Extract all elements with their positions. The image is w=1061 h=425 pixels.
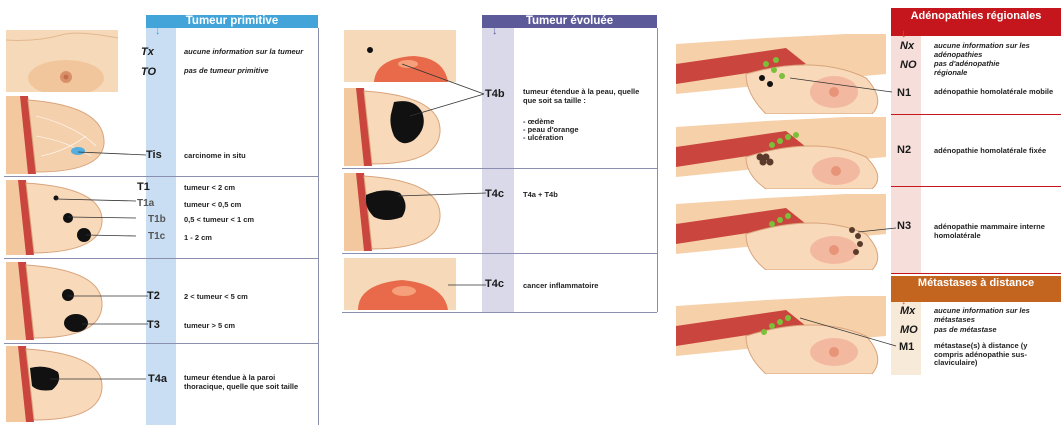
thorax-lymph-illustration: [676, 194, 886, 270]
t1-text: tumeur < 2 cm: [184, 184, 304, 193]
t4c-code: T4c: [485, 188, 504, 200]
m1-code: M1: [899, 341, 914, 353]
n0-text: pas d'adénopathie régionale: [934, 60, 1034, 77]
breast-front-illustration: [6, 30, 118, 92]
divider: [4, 258, 318, 259]
t3-text: tumeur > 5 cm: [184, 322, 304, 331]
divider: [891, 273, 1061, 274]
n1-leader-line: [790, 76, 894, 96]
divider: [342, 168, 657, 169]
t4c-inflammatory-code: T4c: [485, 278, 504, 290]
m1-text: métastase(s) à distance (y compris adéno…: [934, 342, 1054, 368]
thorax-lymph-illustration: [676, 34, 886, 114]
tis-leader-line: [78, 150, 148, 160]
t1b-text: 0,5 < tumeur < 1 cm: [184, 216, 304, 225]
t2-t3-leader-lines: [68, 290, 150, 330]
n2-text: adénopathie homolatérale fixée: [934, 147, 1059, 156]
t4b-code: T4b: [485, 88, 505, 100]
tx-code: Tx: [141, 46, 154, 58]
n1-text: adénopathie homolatérale mobile: [934, 88, 1059, 97]
evolved-right-border: [657, 28, 658, 312]
t4b-text: tumeur étendue à la peau, quelle que soi…: [523, 88, 643, 105]
tx-text: aucune information sur la tumeur: [184, 48, 304, 57]
divider: [891, 114, 1061, 115]
metastases-header: Métastases à distance: [891, 276, 1061, 302]
divider: [891, 186, 1061, 187]
divider: [4, 343, 318, 344]
t4c-text: T4a + T4b: [523, 191, 643, 200]
divider: [342, 253, 657, 254]
n3-code: N3: [897, 220, 911, 232]
m1-leader-line: [800, 316, 898, 350]
t4b-leader-lines: [400, 60, 486, 120]
breast-side-illustration: [6, 96, 118, 174]
primitive-right-border: [318, 28, 319, 425]
primitive-header: Tumeur primitive: [146, 15, 318, 28]
breast-side-illustration: [344, 173, 456, 251]
n1-code: N1: [897, 87, 911, 99]
nx-text: aucune information sur les adénopathies: [934, 42, 1059, 59]
t0-code: TO: [141, 66, 156, 78]
t4b-item-3: - ulcération: [523, 134, 643, 143]
t4a-leader-line: [50, 374, 150, 384]
t2-code: T2: [147, 290, 160, 302]
t1a-code: T1a: [137, 198, 154, 209]
t1c-code: T1c: [148, 231, 165, 242]
down-arrow-icon: ↓: [492, 25, 498, 37]
t2-text: 2 < tumeur < 5 cm: [184, 293, 304, 302]
divider: [4, 176, 318, 177]
n3-text: adénopathie mammaire interne homolatéral…: [934, 223, 1059, 240]
mx-code: Mx: [900, 305, 915, 317]
primitive-band: [146, 26, 176, 425]
nx-code: Nx: [900, 40, 914, 52]
t4c-inflammatory-text: cancer inflammatoire: [523, 282, 653, 291]
n3-leader-line: [858, 226, 898, 236]
tis-code: Tis: [146, 149, 162, 161]
t4a-text: tumeur étendue à la paroi thoracique, qu…: [184, 374, 309, 391]
t4c-leader-line: [398, 190, 488, 200]
mx-text: aucune information sur les métastases: [934, 307, 1059, 324]
t1a-text: tumeur < 0,5 cm: [184, 201, 304, 210]
thorax-lymph-illustration: [676, 117, 886, 189]
t4c-inflammatory-leader-line: [448, 280, 488, 290]
breast-front-illustration: [344, 258, 456, 310]
breast-side-illustration: [6, 346, 118, 422]
down-arrow-icon: ↓: [155, 25, 161, 37]
t1c-text: 1 - 2 cm: [184, 234, 304, 243]
evolved-header: Tumeur évoluée: [482, 15, 657, 28]
m0-text: pas de métastase: [934, 326, 1059, 335]
n2-code: N2: [897, 144, 911, 156]
divider: [342, 312, 657, 313]
nodes-header: Adénopathies régionales: [891, 8, 1061, 36]
tis-text: carcinome in situ: [184, 152, 304, 161]
t1-code: T1: [137, 181, 150, 193]
t1b-code: T1b: [148, 214, 166, 225]
t3-code: T3: [147, 319, 160, 331]
m0-code: MO: [900, 324, 918, 336]
t4a-code: T4a: [148, 373, 167, 385]
n0-code: NO: [900, 59, 917, 71]
t0-text: pas de tumeur primitive: [184, 67, 294, 76]
evolved-band: [482, 26, 514, 312]
t1-leader-lines: [56, 195, 140, 245]
down-arrow-icon: ↓: [901, 28, 907, 40]
